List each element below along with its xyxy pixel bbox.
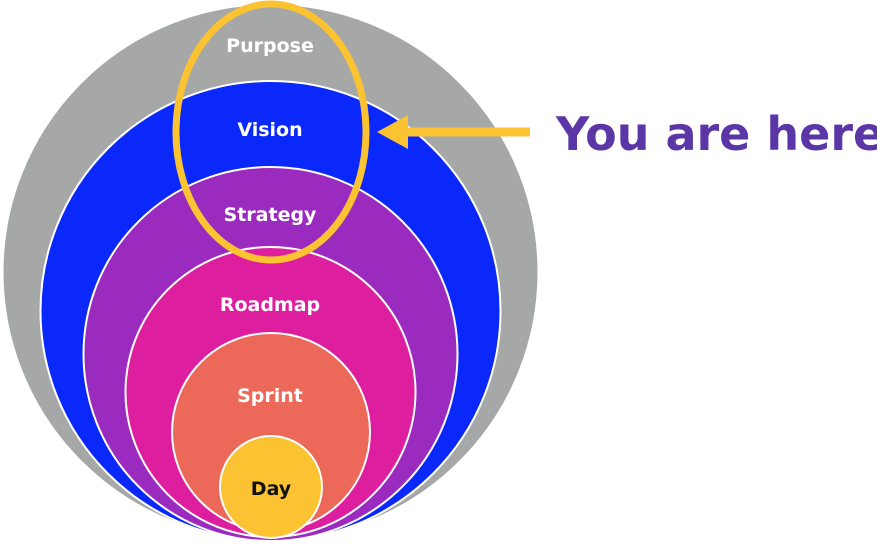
- arrow-left-icon: [377, 115, 408, 149]
- label-purpose: Purpose: [226, 35, 314, 57]
- nested-circles: [1, 3, 540, 542]
- ring-day: [219, 435, 323, 539]
- label-day: Day: [251, 478, 292, 500]
- label-strategy: Strategy: [224, 204, 318, 226]
- highlight-ellipse: [172, 0, 370, 264]
- you-are-here-callout: You are here: [377, 107, 877, 161]
- you-are-here-text: You are here: [555, 107, 877, 161]
- label-sprint: Sprint: [237, 385, 303, 407]
- label-vision: Vision: [237, 119, 302, 141]
- ring-labels: Purpose Vision Strategy Roadmap Sprint D…: [220, 35, 320, 500]
- label-roadmap: Roadmap: [220, 294, 320, 316]
